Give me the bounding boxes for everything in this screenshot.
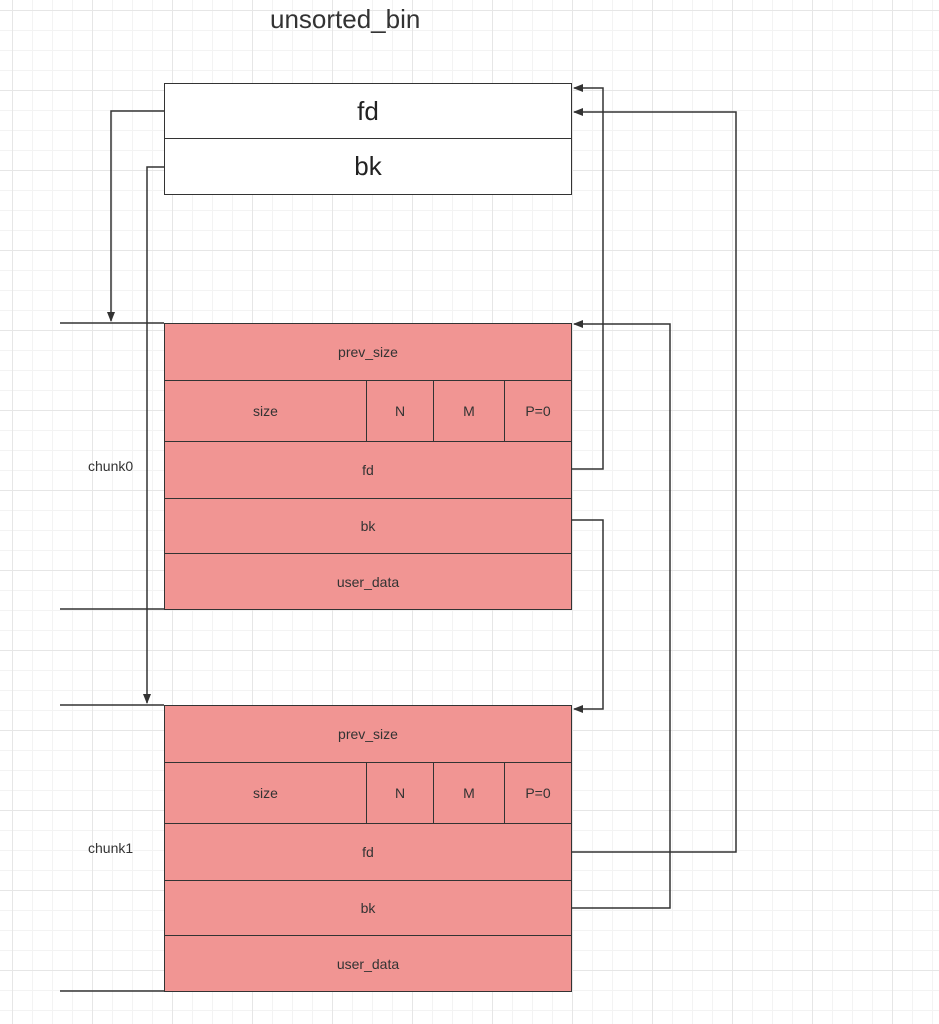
chunk0-fd-cell: fd bbox=[164, 441, 572, 499]
chunk1-size-cell: size bbox=[164, 762, 367, 824]
chunk1-user-data-cell: user_data bbox=[164, 935, 572, 992]
bin-fd-cell: fd bbox=[164, 83, 572, 139]
bin-bk-to-chunk1-arrow bbox=[143, 166, 164, 704]
chunk0-p-flag: P=0 bbox=[504, 380, 572, 442]
chunk0-user-data-cell: user_data bbox=[164, 553, 572, 610]
chunk1-label: chunk1 bbox=[88, 840, 134, 856]
diagram-title: unsorted_bin bbox=[270, 4, 421, 34]
chunk1-fd-to-bin-arrow bbox=[572, 108, 737, 853]
chunk0-size-cell: size bbox=[164, 380, 367, 442]
bin-bk-cell: bk bbox=[164, 138, 572, 195]
chunk1-bk-cell: bk bbox=[164, 880, 572, 936]
chunk0-label: chunk0 bbox=[88, 458, 134, 474]
chunk1-bk-to-chunk0-arrow bbox=[572, 320, 671, 909]
chunk0-bk-to-chunk1-arrow bbox=[572, 519, 604, 713]
chunk1-prev-size-cell: prev_size bbox=[164, 705, 572, 763]
chunk0-fd-to-bin-arrow bbox=[572, 84, 604, 470]
chunk0-m-flag: M bbox=[433, 380, 505, 442]
bin-fd-to-chunk0-arrow bbox=[107, 110, 164, 322]
